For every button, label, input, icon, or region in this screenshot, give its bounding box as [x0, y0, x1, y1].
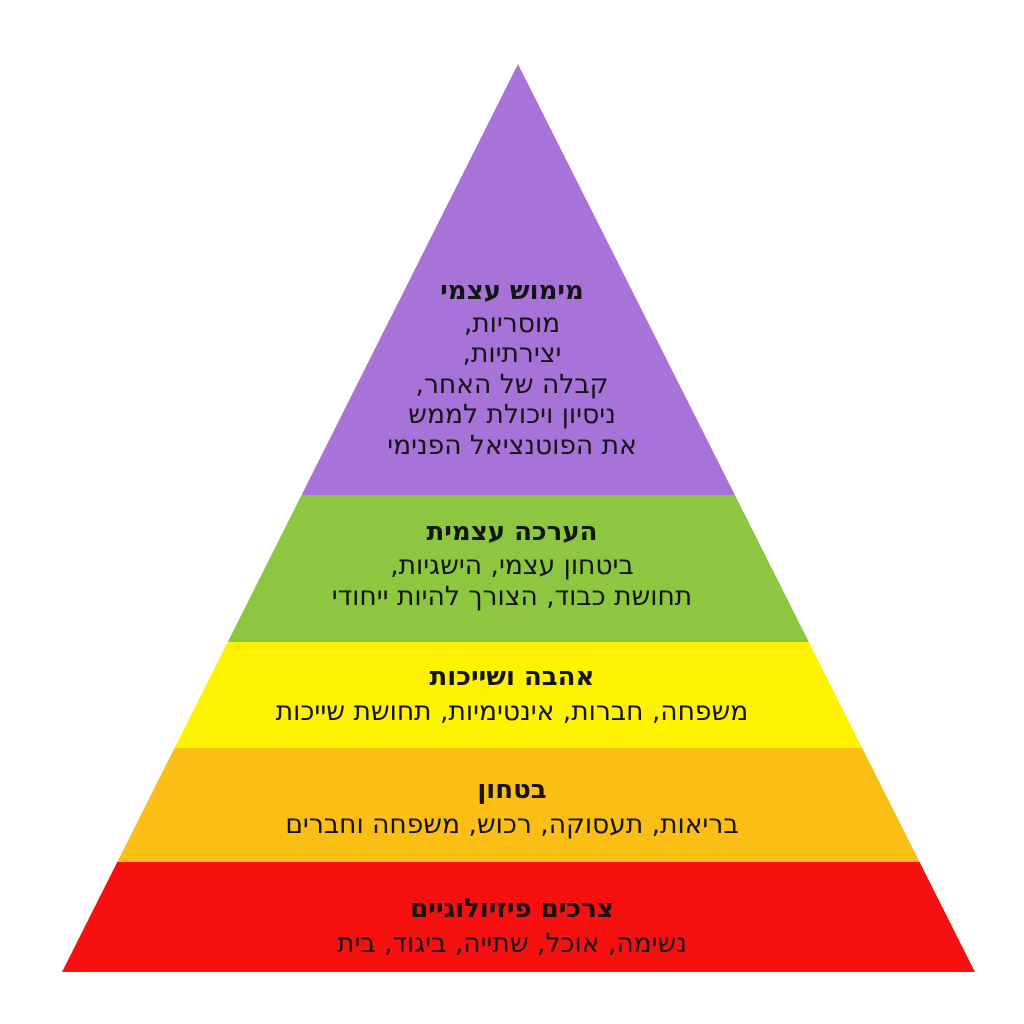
pyramid-band-safety[interactable]	[0, 748, 1024, 862]
pyramid-band-self-actualization[interactable]	[0, 58, 1024, 495]
pyramid-band-love-and-belonging[interactable]	[0, 642, 1024, 748]
pyramid-band-physiological[interactable]	[0, 862, 1024, 972]
pyramid-bands	[0, 58, 1024, 972]
pyramid-band-esteem[interactable]	[0, 495, 1024, 642]
